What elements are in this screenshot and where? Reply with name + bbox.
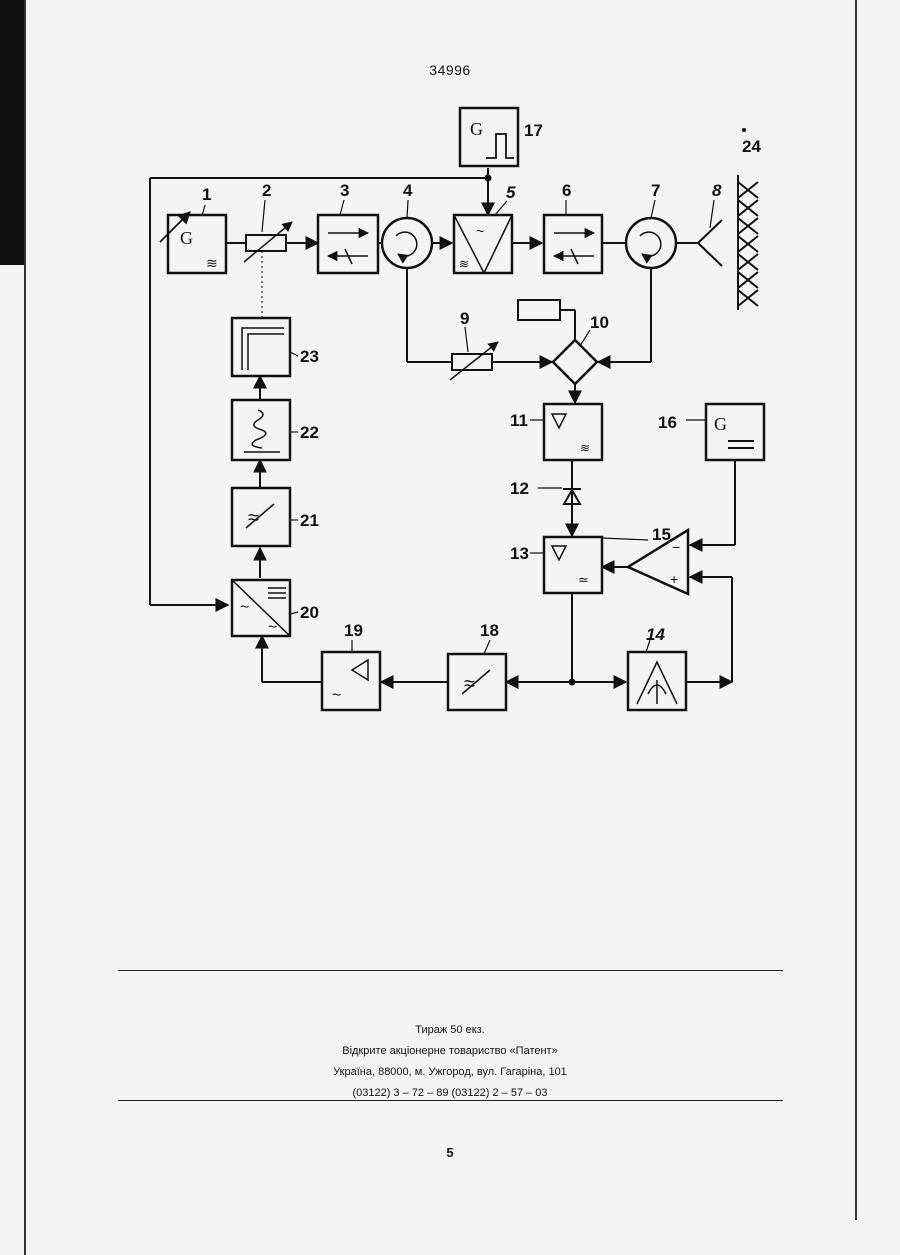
block-3-isolator [318, 215, 378, 273]
svg-text:+: + [670, 571, 678, 587]
publisher-address: Україна, 88000, м. Ужгород, вул. Гагарін… [250, 1062, 650, 1083]
block-19-amplifier: ~ [322, 652, 380, 710]
block-10-mixer [553, 340, 597, 384]
block-22-recorder [232, 400, 290, 460]
publisher-footer: Тираж 50 екз. Відкрите акціонерне товари… [250, 1020, 650, 1104]
generator-symbol: G [180, 228, 193, 248]
label-6: 6 [562, 181, 571, 200]
label-7: 7 [651, 181, 660, 200]
label-9: 9 [460, 309, 469, 328]
label-15: 15 [652, 525, 671, 544]
label-24: 24 [742, 137, 761, 156]
matched-load [518, 300, 560, 320]
label-12: 12 [510, 479, 529, 498]
block-5-modulator: ~ ≋ [454, 215, 512, 273]
label-14: 14 [646, 625, 665, 644]
label-3: 3 [340, 181, 349, 200]
svg-text:~: ~ [332, 687, 341, 704]
svg-text:~: ~ [268, 619, 277, 636]
generator-symbol: G [470, 119, 483, 139]
block-13-amplifier: ≃ [544, 537, 602, 593]
label-17: 17 [524, 121, 543, 140]
publisher-name: Відкрите акціонерне товариство «Патент» [250, 1041, 650, 1062]
block-20-mixer: ~ ~ [232, 580, 290, 636]
footer-bottom-rule [118, 1100, 783, 1101]
block-11-if-amplifier: ≋ [544, 404, 602, 460]
label-2: 2 [262, 181, 271, 200]
label-4: 4 [403, 181, 413, 200]
label-1: 1 [202, 185, 211, 204]
label-5: 5 [506, 183, 516, 202]
circulation-line: Тираж 50 екз. [250, 1020, 650, 1041]
block-14-peak-detector [628, 652, 686, 710]
svg-text:~: ~ [476, 223, 484, 239]
block-7-circulator [626, 218, 676, 268]
block-18-filter: ≈ [448, 654, 506, 710]
svg-text:~: ~ [240, 599, 249, 616]
label-20: 20 [300, 603, 319, 622]
block-diagram: G ≋ ~ ≋ [0, 0, 900, 760]
label-8: 8 [712, 181, 722, 200]
block-4-circulator [382, 218, 432, 268]
block-9-attenuator [450, 342, 498, 380]
label-22: 22 [300, 423, 319, 442]
page-number: 5 [435, 1145, 465, 1160]
label-18: 18 [480, 621, 499, 640]
label-13: 13 [510, 544, 529, 563]
block-6-isolator [544, 215, 602, 273]
svg-text:≋: ≋ [580, 441, 590, 455]
block-16-reference-source: G [706, 404, 764, 460]
label-21: 21 [300, 511, 319, 530]
block-17-pulse-generator: G [460, 108, 518, 166]
block-2-attenuator [244, 222, 292, 262]
svg-text:≃: ≃ [578, 572, 589, 587]
block-23-indicator [232, 318, 290, 376]
svg-text:≋: ≋ [459, 257, 469, 271]
block-21-filter: ≈ [232, 488, 290, 546]
svg-text:≋: ≋ [206, 255, 218, 271]
label-11: 11 [510, 411, 528, 430]
label-23: 23 [300, 347, 319, 366]
footer-top-rule [118, 970, 783, 971]
generator-symbol: G [714, 414, 727, 434]
block-1-tunable-generator: G ≋ [160, 212, 226, 273]
svg-text:−: − [672, 539, 680, 555]
label-19: 19 [344, 621, 363, 640]
label-16: 16 [658, 413, 677, 432]
label-10: 10 [590, 313, 609, 332]
